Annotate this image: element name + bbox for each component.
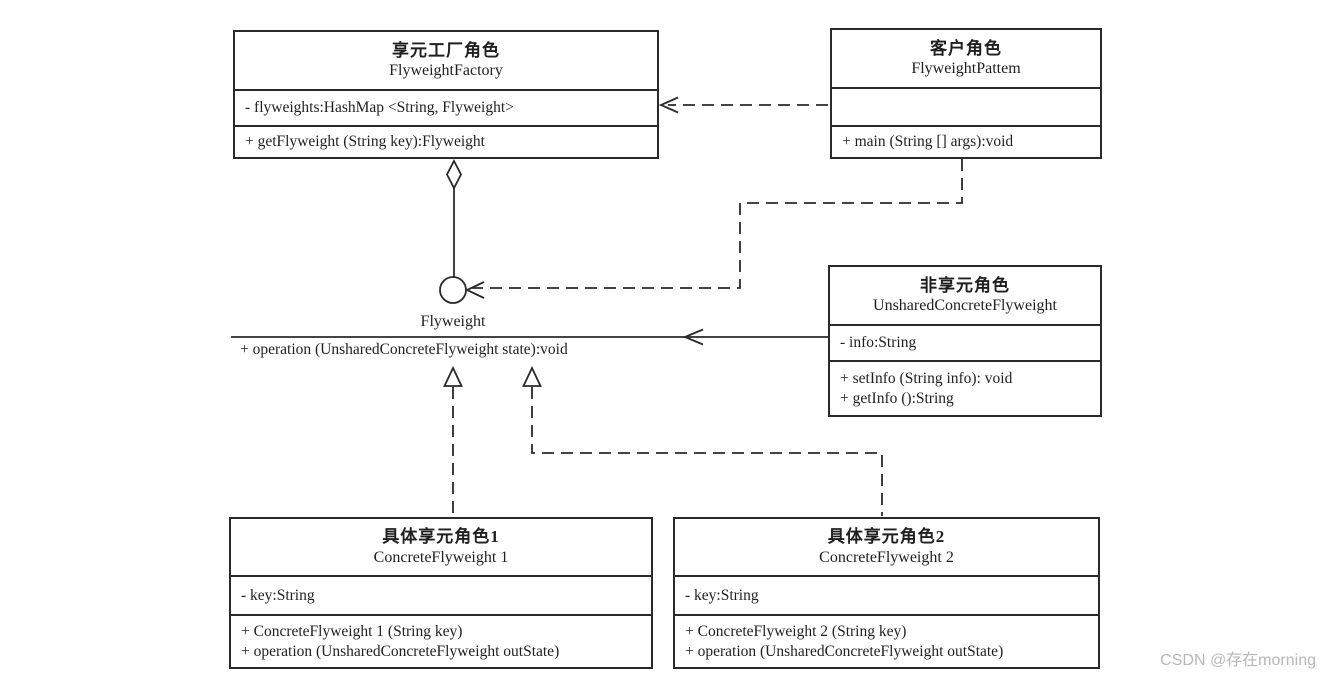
class-title-cn: 具体享元角色1 (382, 527, 500, 547)
class-attributes: - info:String (830, 324, 1100, 360)
class-concrete-flyweight-1: 具体享元角色1 ConcreteFlyweight 1 - key:String… (229, 517, 653, 669)
class-title-cn: 非享元角色 (920, 275, 1010, 295)
client-to-interface-dependency-line (472, 159, 963, 289)
class-title-en: UnsharedConcreteFlyweight (873, 297, 1057, 315)
class-header: 具体享元角色1 ConcreteFlyweight 1 (231, 519, 651, 575)
class-header: 具体享元角色2 ConcreteFlyweight 2 (675, 519, 1098, 575)
method-line: + operation (UnsharedConcreteFlyweight o… (241, 642, 560, 660)
class-header: 客户角色 FlyweightPattem (832, 30, 1100, 87)
class-methods: + ConcreteFlyweight 1 (String key) + ope… (231, 614, 651, 667)
interface-lollipop-icon (439, 276, 467, 304)
realization-triangle-concrete1-icon (443, 365, 463, 387)
client-to-factory-arrowhead-icon (658, 96, 679, 114)
class-title-cn: 客户角色 (930, 38, 1002, 58)
method-line: + setInfo (String info): void (840, 369, 1013, 387)
attribute-line: - key:String (685, 586, 759, 604)
client-to-interface-arrowhead-icon (464, 281, 485, 299)
unshared-to-flyweight-arrowhead-icon (682, 328, 704, 346)
attribute-line: - key:String (241, 586, 315, 604)
class-title-en: ConcreteFlyweight 2 (819, 548, 954, 566)
class-title-en: FlyweightPattem (911, 60, 1021, 78)
class-concrete-flyweight-2: 具体享元角色2 ConcreteFlyweight 2 - key:String… (673, 517, 1100, 669)
attribute-line: - flyweights:HashMap <String, Flyweight> (245, 99, 514, 116)
class-header: 非享元角色 UnsharedConcreteFlyweight (830, 267, 1100, 324)
class-title-cn: 具体享元角色2 (827, 527, 946, 547)
class-title-en: FlyweightFactory (389, 62, 503, 80)
class-header: 享元工厂角色 FlyweightFactory (235, 32, 657, 89)
class-title-en: ConcreteFlyweight 1 (373, 548, 509, 566)
interface-name-label: Flyweight (420, 313, 486, 330)
class-title-cn: 享元工厂角色 (392, 40, 500, 60)
method-line: + operation (UnsharedConcreteFlyweight o… (685, 642, 1004, 660)
class-methods: + setInfo (String info): void + getInfo … (830, 360, 1100, 415)
class-attributes-empty (832, 87, 1100, 125)
concrete2-realization-line (531, 387, 883, 516)
class-methods: + ConcreteFlyweight 2 (String key) + ope… (675, 614, 1098, 667)
method-line: + getFlyweight (String key):Flyweight (245, 133, 485, 150)
method-line: + getInfo ():String (840, 389, 954, 407)
method-line: + ConcreteFlyweight 1 (String key) (241, 622, 463, 640)
class-attributes: - key:String (231, 575, 651, 614)
method-line: + ConcreteFlyweight 2 (String key) (685, 622, 907, 640)
attribute-line: - info:String (840, 334, 917, 351)
class-methods: + main (String [] args):void (832, 125, 1100, 157)
realization-triangle-concrete2-icon (522, 365, 542, 387)
csdn-watermark: CSDN @存在morning (1160, 652, 1316, 669)
class-attributes: - key:String (675, 575, 1098, 614)
class-client: 客户角色 FlyweightPattem + main (String [] a… (830, 28, 1102, 159)
class-flyweight-factory: 享元工厂角色 FlyweightFactory - flyweights:Has… (233, 30, 659, 159)
method-line: + main (String [] args):void (842, 133, 1014, 150)
aggregation-diamond-icon (445, 159, 463, 190)
class-unshared-concrete-flyweight: 非享元角色 UnsharedConcreteFlyweight - info:S… (828, 265, 1102, 417)
class-methods: + getFlyweight (String key):Flyweight (235, 125, 657, 157)
class-attributes: - flyweights:HashMap <String, Flyweight> (235, 89, 657, 125)
interface-operation-label: + operation (UnsharedConcreteFlyweight s… (240, 341, 568, 358)
